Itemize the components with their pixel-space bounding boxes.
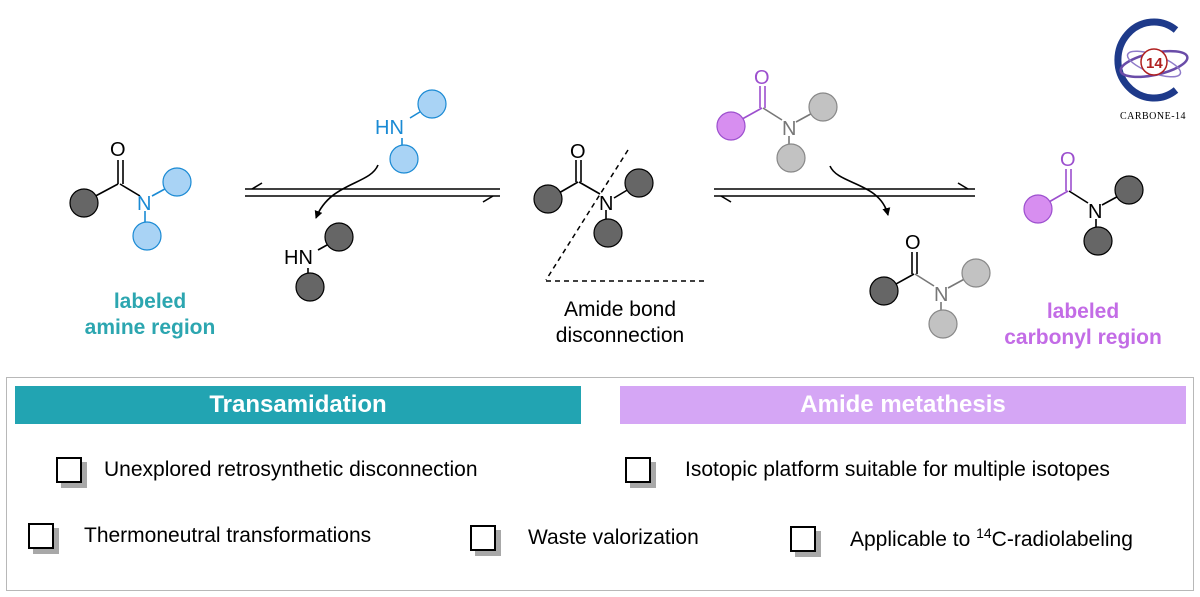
carbonyl-region-label-line2: carbonyl region [1004,326,1162,349]
nitrogen-atom: N [934,284,948,306]
oxygen-atom: O [1060,149,1076,171]
reaction-scheme: O N HN HN O N [69,67,1144,339]
alkyl-group-circle [1114,175,1144,205]
alkyl-group-circle [593,218,623,248]
transamidation-banner: Transamidation [15,386,581,424]
center-amide: O N [533,141,706,282]
checkbox-icon[interactable] [56,457,82,483]
isotope-superscript: 14 [976,525,992,541]
released-amine: HN [284,222,354,302]
amine-labeled-amide: O N [69,139,192,251]
left-equilibrium-arrows [245,164,500,219]
features-panel [6,377,1194,591]
checklist-item-waste: Waste valorization [470,525,699,551]
oxygen-atom: O [570,141,586,163]
labeled-alkyl-circle [132,221,162,251]
checklist-text: Unexplored retrosynthetic disconnection [104,458,478,481]
labeled-alkyl-circle [389,144,419,174]
amine-label: HN [284,247,313,269]
checklist-text: Isotopic platform suitable for multiple … [685,458,1110,481]
checkbox-icon[interactable] [790,525,816,552]
checklist-item-unexplored: Unexplored retrosynthetic disconnection [56,457,478,483]
nitrogen-atom: N [1088,201,1102,223]
checklist-text: Thermoneutral transformations [84,524,372,547]
alkyl-group-circle [533,184,563,214]
nitrogen-atom: N [782,118,796,140]
disconnection-line [545,149,629,281]
oxygen-atom: O [754,67,770,89]
checklist-text: Waste valorization [528,526,699,549]
released-amide: O N [869,232,991,339]
right-equilibrium-arrows [714,165,975,216]
alkyl-group-circle [69,188,99,218]
amine-region-label: labeled amine region [40,289,260,341]
labeled-carbonyl-circle [1023,194,1053,224]
oxygen-atom: O [905,232,921,254]
oxygen-atom: O [110,139,126,161]
disconnection-caption-line2: disconnection [555,324,685,347]
checkbox-icon[interactable] [625,457,651,483]
grey-alkyl-circle [808,92,838,122]
logo-number: 14 [1146,55,1163,72]
checklist-item-isotopic: Isotopic platform suitable for multiple … [625,457,1110,483]
alkyl-group-circle [869,276,899,306]
labeled-amine-reagent: HN [375,89,447,174]
nitrogen-atom: N [137,193,151,215]
checkbox-icon[interactable] [470,525,496,551]
carbon-14-logo-icon: 14 [1114,18,1189,102]
checklist-item-thermoneutral: Thermoneutral transformations [28,523,371,549]
carbone-14-logo: 14 CARBONE-14 [1112,18,1194,122]
alkyl-group-circle [324,222,354,252]
checklist-text: Applicable to 14C-radiolabeling [850,525,1133,552]
carbonyl-labeled-amide: O N [1023,149,1144,256]
labeled-carbonyl-reagent: O N [716,67,838,173]
checkbox-icon[interactable] [28,523,54,549]
grey-alkyl-circle [961,258,991,288]
radiolabeling-suffix: C-radiolabeling [991,528,1133,551]
radiolabeling-prefix: Applicable to [850,528,977,551]
logo-caption: CARBONE-14 [1119,111,1187,122]
disconnection-caption: Amide bond disconnection [520,297,720,349]
carbonyl-region-label: labeled carbonyl region [968,299,1198,351]
checklist-item-radiolabeling: Applicable to 14C-radiolabeling [790,525,1133,552]
disconnection-caption-line1: Amide bond [563,298,677,321]
grey-alkyl-circle [776,143,806,173]
amine-region-label-line1: labeled [113,290,187,313]
alkyl-group-circle [1083,226,1113,256]
nitrogen-atom: N [599,193,613,215]
grey-alkyl-circle [928,309,958,339]
carbonyl-region-label-line1: labeled [1046,300,1120,323]
alkyl-group-circle [295,272,325,302]
alkyl-group-circle [624,168,654,198]
labeled-carbonyl-circle [716,111,746,141]
amide-metathesis-banner: Amide metathesis [620,386,1186,424]
amine-region-label-line2: amine region [84,316,216,339]
labeled-alkyl-circle [162,167,192,197]
amine-label: HN [375,117,404,139]
labeled-alkyl-circle [417,89,447,119]
